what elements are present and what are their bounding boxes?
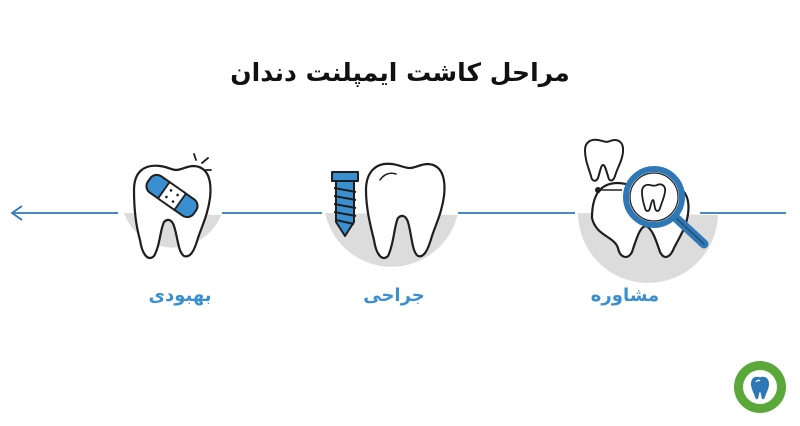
arrow-left-icon — [10, 205, 23, 221]
tooth-magnifier-icon — [578, 138, 718, 283]
step-label-consultation: مشاوره — [590, 285, 660, 306]
step-label-surgery: جراحی — [363, 285, 425, 306]
clinic-logo-badge-icon — [734, 361, 786, 413]
step-label-recovery: بهبودی — [148, 285, 212, 306]
bandaged-tooth-icon — [124, 153, 222, 260]
page-title: مراحل کاشت ایمپلنت دندان — [230, 58, 570, 87]
implant-screw-tooth-icon — [325, 162, 458, 267]
